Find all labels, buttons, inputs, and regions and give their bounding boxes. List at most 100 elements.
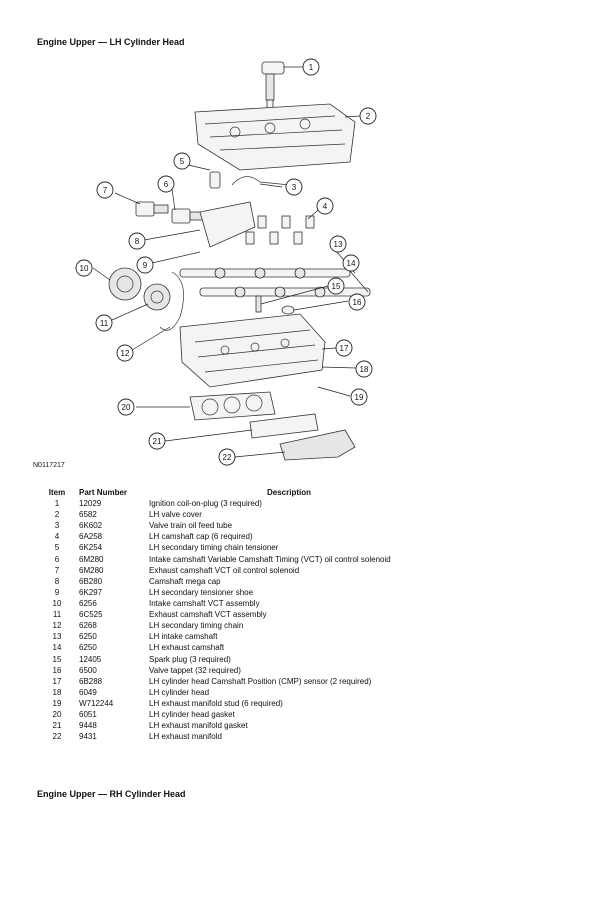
header-item: Item bbox=[48, 488, 66, 497]
cell-item: 22 bbox=[52, 732, 62, 742]
svg-text:14: 14 bbox=[347, 259, 356, 268]
cell-part-number: 6K254 bbox=[79, 543, 103, 553]
table-row: 15 12405 Spark plug (3 required) bbox=[35, 654, 429, 665]
svg-text:9: 9 bbox=[143, 261, 148, 270]
section-heading-lh: Engine Upper — LH Cylinder Head bbox=[37, 37, 185, 47]
callout-3: 3 bbox=[285, 178, 303, 196]
callout-14: 14 bbox=[342, 254, 360, 272]
cell-item: 16 bbox=[52, 665, 62, 675]
cell-part-number: 6K297 bbox=[79, 587, 103, 597]
cell-part-number: 6B288 bbox=[79, 676, 103, 686]
svg-text:6: 6 bbox=[164, 180, 169, 189]
svg-text:10: 10 bbox=[80, 264, 89, 273]
callout-19: 19 bbox=[350, 388, 368, 406]
tappet-drawing bbox=[281, 305, 295, 315]
cell-part-number: W712244 bbox=[79, 699, 114, 709]
cell-part-number: 6250 bbox=[79, 643, 97, 653]
cell-description: LH camshaft cap (6 required) bbox=[149, 532, 253, 542]
cell-item: 8 bbox=[54, 576, 60, 586]
cell-description: LH secondary tensioner shoe bbox=[149, 587, 254, 597]
svg-text:16: 16 bbox=[353, 298, 362, 307]
cell-item: 12 bbox=[52, 621, 62, 631]
cell-item: 7 bbox=[54, 565, 60, 575]
spark-plug-drawing bbox=[255, 295, 262, 313]
cell-description: Intake camshaft Variable Camshaft Timing… bbox=[149, 554, 391, 564]
cell-part-number: 6B280 bbox=[79, 576, 103, 586]
callout-15: 15 bbox=[327, 277, 345, 295]
callout-17: 17 bbox=[335, 339, 353, 357]
mega-cap-drawing bbox=[199, 201, 256, 248]
cell-part-number: 6268 bbox=[79, 621, 97, 631]
callout-1: 1 bbox=[302, 58, 320, 76]
cell-item: 3 bbox=[54, 521, 60, 531]
cell-part-number: 6250 bbox=[79, 632, 97, 642]
cell-part-number: 6049 bbox=[79, 687, 97, 697]
ignition-coil-drawing bbox=[261, 61, 285, 115]
callout-11: 11 bbox=[95, 314, 113, 332]
cell-description: LH cylinder head gasket bbox=[149, 710, 235, 720]
callout-9: 9 bbox=[136, 256, 154, 274]
cell-part-number: 6C525 bbox=[79, 610, 103, 620]
cell-item: 4 bbox=[54, 532, 60, 542]
svg-text:12: 12 bbox=[121, 349, 130, 358]
svg-text:1: 1 bbox=[309, 63, 314, 72]
svg-text:8: 8 bbox=[135, 237, 140, 246]
cell-description: LH exhaust manifold bbox=[149, 732, 222, 742]
cell-description: Exhaust camshaft VCT assembly bbox=[149, 610, 267, 620]
cell-description: LH secondary timing chain tensioner bbox=[149, 543, 279, 553]
callout-12: 12 bbox=[116, 344, 134, 362]
cell-part-number: 12405 bbox=[79, 654, 102, 664]
section-heading-rh: Engine Upper — RH Cylinder Head bbox=[37, 789, 186, 799]
figure-id: N0117217 bbox=[33, 462, 65, 469]
svg-text:15: 15 bbox=[332, 282, 341, 291]
svg-text:18: 18 bbox=[360, 365, 369, 374]
cell-part-number: 6A258 bbox=[79, 532, 103, 542]
callout-18: 18 bbox=[355, 360, 373, 378]
oil-feed-tube-drawing bbox=[231, 176, 291, 186]
cell-description: Exhaust camshaft VCT oil control solenoi… bbox=[149, 565, 300, 575]
exploded-diagram: 1 2 3 4 5 6 7 8 9 10 11 12 13 14 15 16 1… bbox=[75, 58, 377, 466]
cylinder-head-drawing bbox=[179, 313, 326, 388]
cell-item: 21 bbox=[52, 721, 62, 731]
callout-8: 8 bbox=[128, 232, 146, 250]
cell-item: 15 bbox=[52, 654, 62, 664]
camshafts-drawing bbox=[179, 267, 371, 298]
cell-item: 6 bbox=[54, 554, 60, 564]
manifold-gasket-drawing bbox=[249, 413, 319, 439]
cell-part-number: 6K602 bbox=[79, 521, 103, 531]
svg-text:5: 5 bbox=[180, 157, 185, 166]
callout-13: 13 bbox=[329, 235, 347, 253]
cell-description: Intake camshaft VCT assembly bbox=[149, 599, 260, 609]
table-row: 3 6K602 Valve train oil feed tube bbox=[35, 520, 429, 531]
cell-item: 5 bbox=[54, 543, 60, 553]
svg-text:21: 21 bbox=[153, 437, 162, 446]
cell-description: LH exhaust manifold gasket bbox=[149, 721, 248, 731]
svg-text:17: 17 bbox=[340, 344, 349, 353]
cell-description: LH cylinder head bbox=[149, 687, 210, 697]
callout-20: 20 bbox=[117, 398, 135, 416]
cell-item: 18 bbox=[52, 687, 62, 697]
cell-part-number: 6051 bbox=[79, 710, 97, 720]
svg-text:7: 7 bbox=[103, 186, 108, 195]
svg-text:22: 22 bbox=[223, 453, 232, 462]
cell-description: LH cylinder head Camshaft Position (CMP)… bbox=[149, 676, 372, 686]
cell-item: 19 bbox=[52, 699, 62, 709]
callout-22: 22 bbox=[218, 448, 236, 466]
cell-description: Spark plug (3 required) bbox=[149, 654, 231, 664]
callout-4: 4 bbox=[316, 197, 334, 215]
cell-description: Valve train oil feed tube bbox=[149, 521, 233, 531]
cell-item: 2 bbox=[54, 510, 60, 520]
